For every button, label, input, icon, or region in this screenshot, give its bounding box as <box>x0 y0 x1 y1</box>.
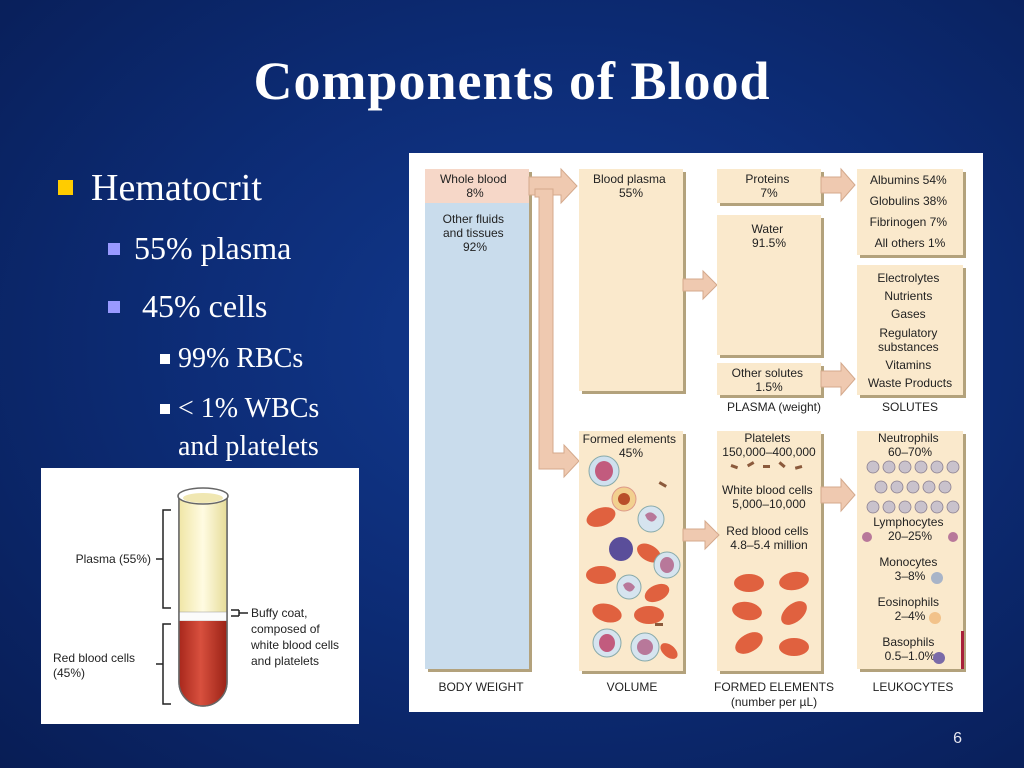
solutes-caption: SOLUTES <box>882 400 938 414</box>
slide-title: Components of Blood <box>253 51 771 111</box>
body-weight-column: Whole blood 8% Other fluids and tissues … <box>425 169 529 669</box>
proteins-label: Proteins 7% <box>745 172 792 200</box>
blood-plasma-label: Blood plasma 55% <box>593 172 669 200</box>
square-bullet-icon <box>160 354 170 364</box>
bullet-text: 99% RBCs <box>178 343 304 374</box>
neutrophils-label: Neutrophils 60–70% <box>878 431 942 459</box>
arrow-plasma-to-water <box>682 269 718 301</box>
bullet-text: 45% cells <box>134 288 268 324</box>
water-label: Water 91.5% <box>752 222 787 250</box>
rbc-icons <box>732 571 809 656</box>
lymphocytes-label: Lymphocytes 20–25% <box>873 515 947 543</box>
bullet-hematocrit: Hematocrit <box>58 166 262 210</box>
platelet-icons <box>730 461 803 470</box>
other-solutes-label: Other solutes 1.5% <box>732 366 807 394</box>
basophils-label: Basophils 0.5–1.0% <box>882 635 937 663</box>
monocytes-label: Monocytes 3–8% <box>879 555 940 583</box>
blood-composition-figure: Whole blood 8% Other fluids and tissues … <box>409 153 983 712</box>
bullet-plasma: 55% plasma <box>108 230 291 267</box>
wbc-label: White blood cells 5,000–10,000 <box>722 483 816 511</box>
monocyte-icon <box>931 572 943 584</box>
formed-elements-caption: FORMED ELEMENTS <box>714 680 834 694</box>
platelets-label: Platelets 150,000–400,000 <box>722 431 816 459</box>
bullet-text: < 1% WBCs and platelets <box>178 393 320 462</box>
leukocytes-column: Neutrophils 60–70% Lymphocytes 20–25% Mo… <box>857 431 964 669</box>
eosinophil-icon <box>929 612 941 624</box>
protein-types-list: Albumins 54% Globulins 38% Fibrinogen 7%… <box>870 173 951 250</box>
square-bullet-icon <box>108 301 120 313</box>
rbc-count-label: Red blood cells 4.8–5.4 million <box>726 524 811 552</box>
square-bullet-icon <box>58 180 73 195</box>
lymphocyte-icons <box>862 532 958 542</box>
slide-number: 6 <box>953 730 962 747</box>
buffy-coat-label: Buffy coat, composed of white blood cell… <box>250 606 342 668</box>
bullet-rbcs: 99% RBCs <box>160 340 303 378</box>
arrow-solutes-to-list <box>820 361 856 397</box>
other-fluids-label: Other fluids and tissues 92% <box>443 212 508 254</box>
bullet-wbcs: < 1% WBCs and platelets <box>160 390 319 466</box>
solutes-column: Albumins 54% Globulins 38% Fibrinogen 7%… <box>857 169 963 414</box>
rbc-label: Red blood cells (45%) <box>53 651 138 680</box>
basophil-icon <box>933 652 945 664</box>
formed-elements-subcaption: (number per µL) <box>731 695 817 709</box>
arrow-wbc-to-leukocytes <box>820 477 856 513</box>
leukocytes-caption: LEUKOCYTES <box>873 680 954 694</box>
arrow-formed-to-rbc <box>682 519 720 551</box>
tube-figure: Plasma (55%) Red blood cells (45%) Buffy… <box>41 468 359 724</box>
mixed-cells-illustration <box>586 455 681 662</box>
arrow-proteins-to-types <box>820 167 856 203</box>
formed-elements-label: Formed elements 45% <box>583 432 680 460</box>
eosinophils-label: Eosinophils 2–4% <box>878 595 943 623</box>
bullet-cells: 45% cells <box>108 288 267 325</box>
neutrophil-icons <box>866 460 960 514</box>
volume-column: Blood plasma 55% Formed elements 45% <box>579 169 683 671</box>
plasma-components-column: Proteins 7% Water 91.5% Other solutes 1.… <box>717 169 821 414</box>
square-bullet-icon <box>160 404 170 414</box>
arrow-to-formed-elements <box>534 188 580 479</box>
whole-blood-label: Whole blood 8% <box>440 172 510 200</box>
bullet-text: 55% plasma <box>134 230 292 266</box>
formed-elements-column: Platelets 150,000–400,000 White blood ce… <box>717 431 821 671</box>
plasma-label: Plasma (55%) <box>76 552 151 566</box>
solutes-list: Electrolytes Nutrients Gases Regulatory … <box>868 271 952 390</box>
plasma-weight-caption: PLASMA (weight) <box>727 400 821 414</box>
bullet-text: Hematocrit <box>91 167 262 209</box>
volume-caption: VOLUME <box>607 680 658 694</box>
square-bullet-icon <box>108 243 120 255</box>
body-weight-caption: BODY WEIGHT <box>438 680 524 694</box>
